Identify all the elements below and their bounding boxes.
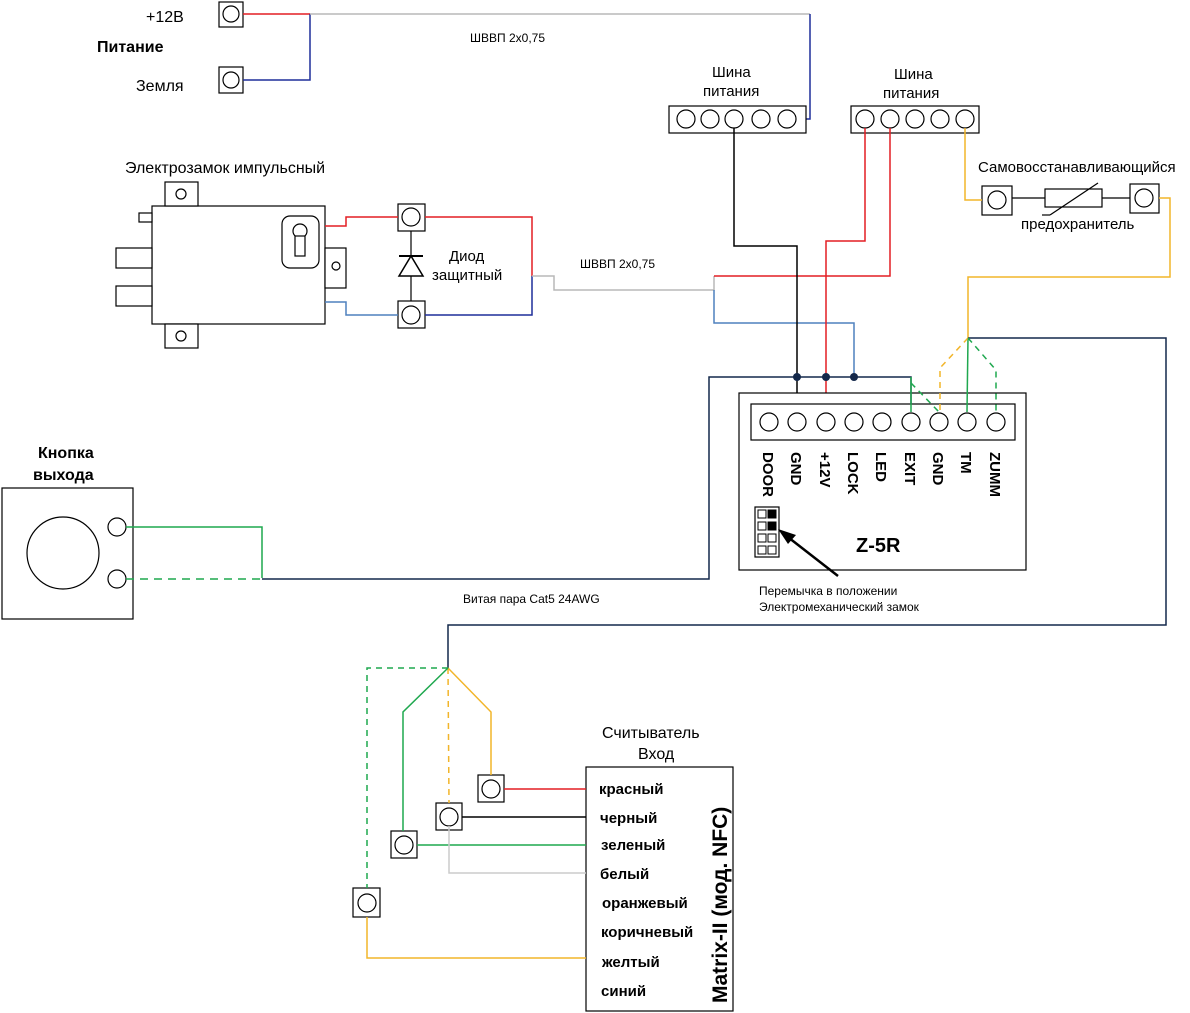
ground-label: Земля (136, 78, 184, 95)
exit-button-title-1: Кнопка (38, 445, 94, 462)
terminal-12v: +12V (816, 452, 833, 487)
fuse-element (1042, 182, 1103, 216)
reader-terminal-1 (477, 774, 505, 803)
wire-lock-blue (325, 301, 398, 316)
wire-fuse-out-yellow (967, 197, 1171, 338)
exit-button: Кнопка выхода (1, 445, 134, 620)
reader-wire-black: черный (600, 810, 657, 827)
wire-tm-green (966, 337, 969, 413)
reader-wire-white: белый (600, 866, 649, 883)
terminal-door: DOOR (759, 452, 776, 497)
wire-reader-white (448, 826, 586, 874)
wire-button-green (126, 526, 263, 578)
reader-terminal-2 (435, 802, 463, 831)
button-cable-label: Витая пара Cat5 24AWG (463, 592, 600, 606)
wire-power-to-bus (798, 14, 811, 120)
diode-label-2: защитный (432, 267, 502, 284)
controller-terminal-row (759, 412, 1006, 432)
plus-12v-label: +12В (146, 9, 184, 26)
fan-yellow-dashed (447, 667, 450, 804)
wire-tm-yellow-dashed (939, 337, 969, 412)
reader-title-1: Считыватель (602, 725, 700, 742)
ground-terminal (218, 66, 244, 94)
reader-wire-red: красный (599, 781, 663, 798)
jumper-note-2: Электромеханический замок (759, 600, 920, 614)
jumper-arrow (778, 529, 839, 577)
fan-yellow (447, 667, 492, 775)
wire-bus-gnd-black (733, 128, 798, 412)
wire-lock-red (325, 216, 398, 227)
fan-green (402, 667, 449, 831)
right-bus-label-1: Шина (894, 66, 933, 83)
power-title: Питание (97, 39, 164, 56)
lock-title: Электрозамок импульсный (125, 160, 325, 177)
power-section: +12В Питание Земля ШВВП 2х0,75 (97, 1, 545, 95)
electric-lock: Электрозамок импульсный (115, 160, 347, 349)
cable-reader-navy (447, 337, 1167, 668)
terminal-zumm: ZUMM (986, 452, 1003, 497)
wire-bus-to-fuse-yellow (964, 128, 982, 201)
terminal-led: LED (872, 452, 889, 482)
terminal-gnd-1: GND (787, 452, 804, 486)
reader-section: Считыватель Вход Matrix-II (мод. NFC) кр… (585, 725, 734, 1012)
jumper-note-1: Перемычка в положении (759, 584, 897, 598)
fuse-terminal-right (1129, 183, 1160, 214)
diode-label-1: Диод (449, 248, 485, 265)
cable-lock-gray (532, 275, 715, 291)
reader-title-2: Вход (638, 746, 675, 763)
controller-name: Z-5R (856, 535, 901, 557)
power-cable-label: ШВВП 2х0,75 (470, 31, 545, 45)
left-bus-label-2: питания (703, 83, 759, 100)
fuse-label-1: Самовосстанавливающийся (978, 159, 1176, 176)
reader-wire-green: зеленый (601, 837, 665, 854)
reader-wire-blue: синий (601, 983, 646, 1000)
protective-diode (397, 231, 425, 301)
wire-exit-green-dashed (910, 382, 940, 413)
diode-terminal-bottom (397, 300, 426, 329)
wire-diode-red (425, 216, 533, 276)
reader-terminal-3 (390, 830, 418, 859)
lock-cable-label: ШВВП 2х0,75 (580, 257, 655, 271)
wire-lock-blue-to-controller (713, 290, 855, 377)
left-bus: Шина питания (668, 64, 807, 134)
fuse-label-2: предохранитель (1021, 216, 1135, 233)
reader-wire-orange: оранжевый (602, 895, 688, 912)
reader-terminal-4 (352, 887, 381, 918)
wire-bus-12v-red (825, 128, 866, 412)
right-bus-label-2: питания (883, 85, 939, 102)
wire-reader-yellow (366, 917, 586, 959)
diode-terminal-top (397, 203, 426, 232)
exit-button-title-2: выхода (33, 467, 94, 484)
jumper-block (754, 506, 780, 558)
wire-ground-blue (243, 14, 311, 81)
reader-wire-brown: коричневый (601, 924, 693, 941)
wire-lock-red-to-controller (714, 128, 891, 277)
wire-diode-blue (425, 276, 533, 316)
right-bus: Шина питания (850, 66, 980, 134)
reader-wire-yellow: желтый (601, 954, 660, 971)
reader-model: Matrix-II (мод. NFC) (709, 807, 732, 1003)
fan-green-dashed (366, 667, 448, 888)
fuse-section: Самовосстанавливающийся предохранитель (978, 159, 1176, 233)
terminal-exit: EXIT (901, 452, 918, 485)
wire-zumm-green-dashed (967, 337, 997, 412)
left-bus-label-1: Шина (712, 64, 751, 81)
controller-z5r: DOOR GND +12V LOCK LED EXIT GND TM ZUMM … (738, 392, 1027, 577)
fuse-terminal-left (981, 185, 1013, 216)
terminal-lock: LOCK (844, 452, 861, 495)
plus-12v-terminal (218, 1, 244, 28)
terminal-gnd-2: GND (929, 452, 946, 486)
terminal-tm: TM (957, 452, 974, 474)
